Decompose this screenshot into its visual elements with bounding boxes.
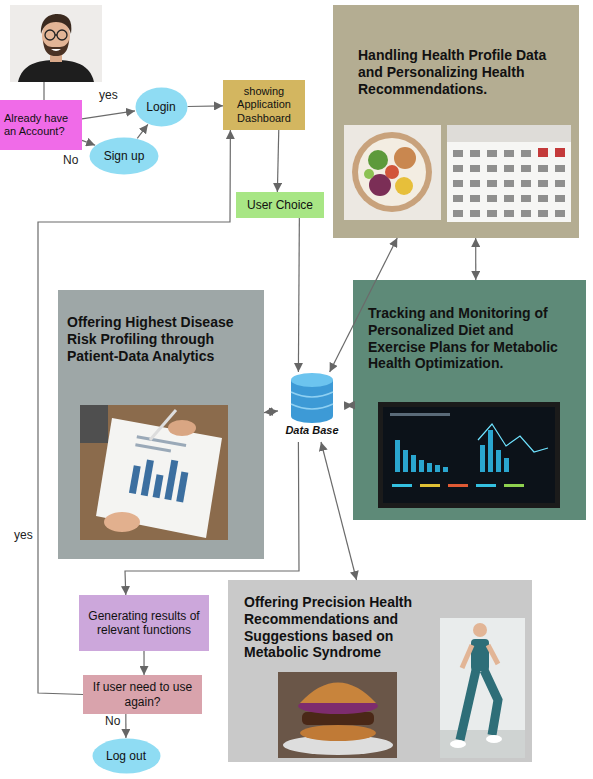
calendar-photo [447,125,571,222]
edge-label: yes [13,528,34,542]
connector [125,714,126,738]
ellipse-fill [92,739,160,774]
cylinder-band [291,404,333,409]
connector [298,218,300,372]
cylinder-bottom [291,409,333,423]
process-text: Generating results of relevant functions [85,609,203,638]
process-box: User Choice [236,192,324,218]
runner-photo [440,618,525,758]
illustrations [10,5,571,758]
feature-panel: Offering Highest Disease Risk Profiling … [58,290,264,559]
cylinder-top [291,373,333,387]
panel-fill [353,280,586,520]
process-box: showing Application Dashboard [223,80,305,130]
connector [187,105,223,107]
decision-text: If user need to use again? [87,680,198,709]
decision-box: Already have an Account? [0,100,82,150]
process-text: User Choice [247,198,313,212]
connector [346,405,353,407]
photo-leader [43,82,44,100]
edge-label: No [104,714,121,728]
edge-label: yes [98,88,119,102]
database-label: Data Base [278,424,346,437]
terminal-text: Sign up [104,149,145,163]
cylinder-band [291,392,333,397]
connector [277,130,278,192]
decision-box: If user need to use again? [83,675,202,714]
database-cylinder [290,372,334,424]
panel-heading: Handling Health Profile Data and Persona… [358,47,563,97]
panel-heading: Offering Highest Disease Risk Profiling … [67,314,257,364]
connector [82,140,95,145]
feature-panel: Offering Precision Health Recommendation… [228,580,532,762]
connector [137,124,148,138]
panel-heading: Offering Precision Health Recommendation… [244,594,434,661]
feature-panel: Handling Health Profile Data and Persona… [333,5,579,238]
decision-text: Already have an Account? [4,112,78,138]
terminal-ellipse: Login [135,87,188,127]
terminal-text: Log out [106,749,146,763]
dashboard-photo [378,402,560,508]
terminal-ellipse: Log out [92,738,161,774]
terminal-text: Login [146,100,175,114]
connector [264,411,278,413]
connectors [38,106,476,738]
edge-label: No [62,153,79,167]
feature-panel: Tracking and Monitoring of Personalized … [353,280,586,520]
connector [321,442,357,580]
ellipse-fill [90,138,159,175]
process-box: Generating results of relevant functions [79,595,209,651]
database-icon: Data Base [278,372,346,442]
panel-fill [58,290,264,559]
food-bowl-photo [344,125,441,220]
panel-fill [333,5,579,238]
process-text: showing Application Dashboard [227,85,301,125]
panel-fills [58,5,586,762]
connector [143,651,144,675]
ellipse-fill [135,88,187,127]
terminal-ellipse: Sign up [89,137,159,175]
person-photo [10,5,102,82]
burger-photo [278,672,397,758]
connector [38,130,230,695]
panel-heading: Tracking and Monitoring of Personalized … [368,305,563,372]
panel-fill [228,580,532,762]
analytics-photo [80,405,228,540]
connector [475,238,476,280]
connector [125,442,299,595]
connector [82,111,135,119]
